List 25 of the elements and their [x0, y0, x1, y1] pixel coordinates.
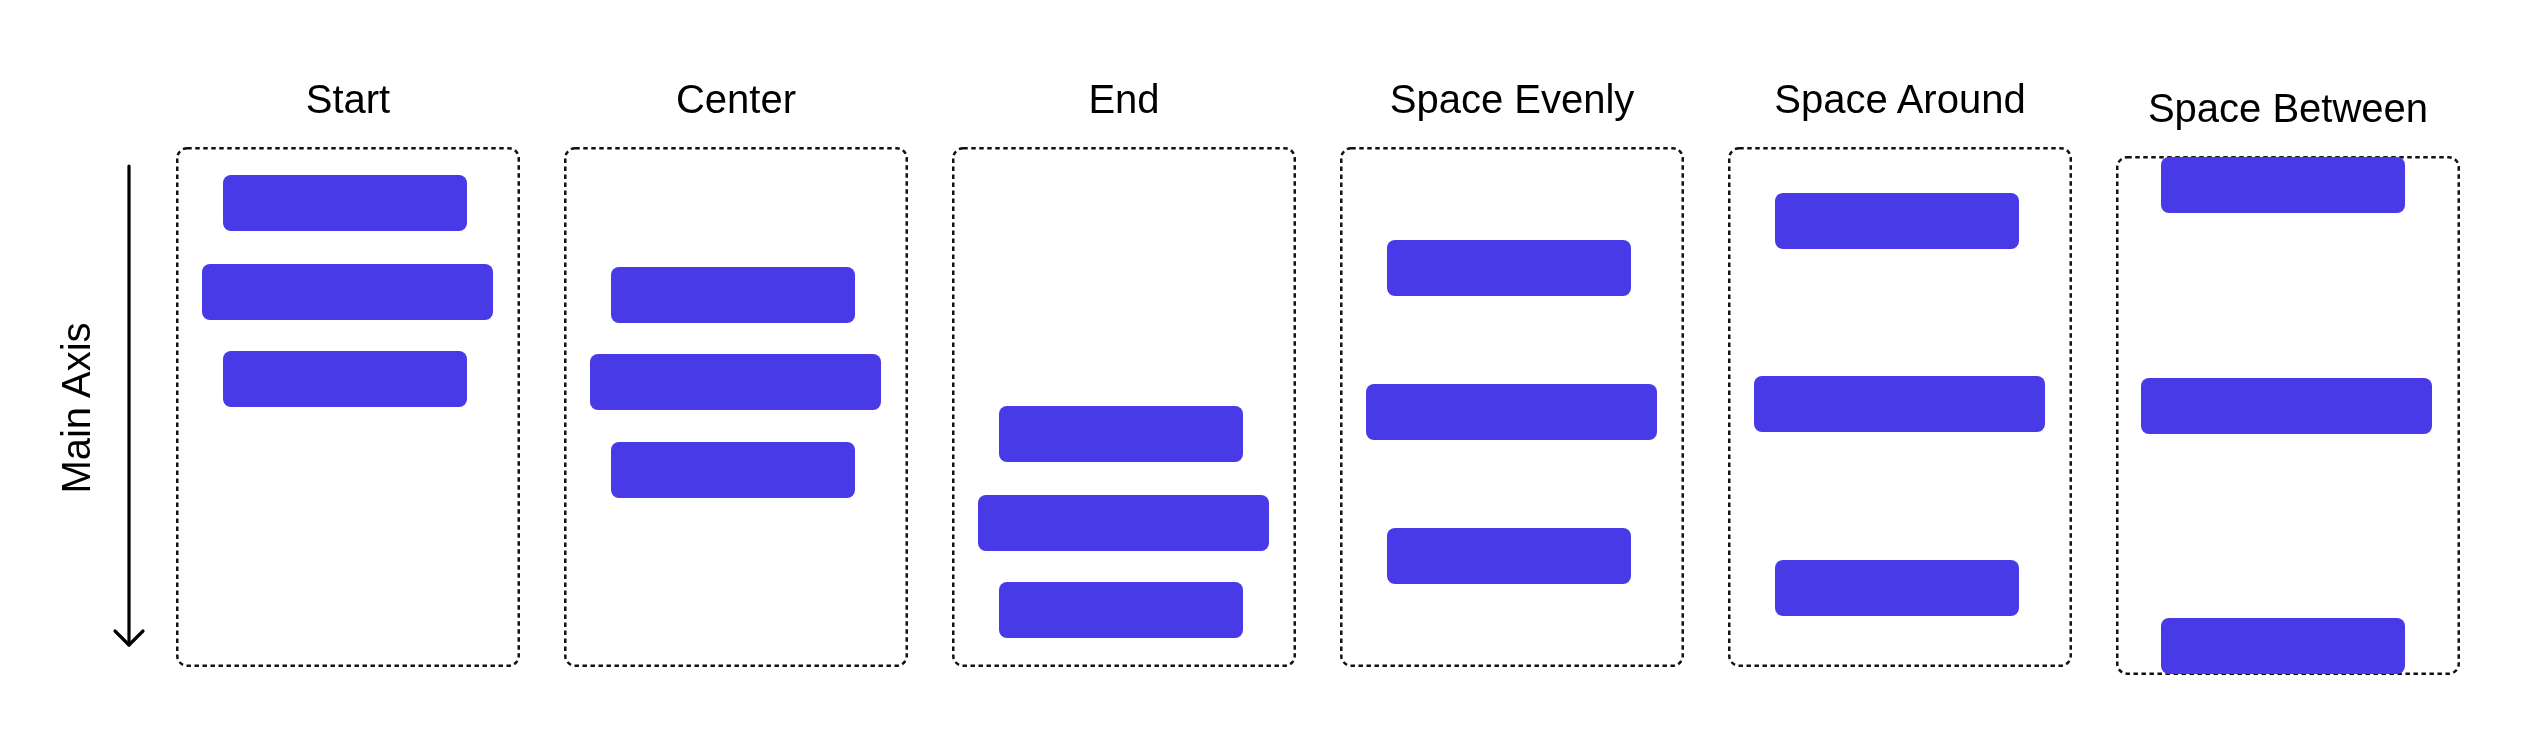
- column-title: Space Between: [2147, 85, 2429, 132]
- flex-item: [1775, 193, 2019, 249]
- flex-item: [2161, 618, 2405, 674]
- column-title: End: [1088, 76, 1160, 123]
- flex-item: [1754, 376, 2045, 432]
- flex-item: [223, 175, 467, 231]
- column-title: Start: [305, 76, 391, 123]
- flex-item: [611, 267, 855, 323]
- axis-label: Main Axis: [53, 322, 99, 494]
- flex-item: [2161, 157, 2405, 213]
- flex-item: [590, 354, 881, 410]
- flex-item: [978, 495, 1269, 551]
- column-title: Center: [675, 76, 797, 123]
- flex-item: [1366, 384, 1657, 440]
- flex-item: [999, 406, 1243, 462]
- column-title: Space Evenly: [1389, 76, 1635, 123]
- flex-item: [202, 264, 493, 320]
- flex-item: [611, 442, 855, 498]
- flex-item: [1775, 560, 2019, 616]
- flex-item: [1387, 240, 1631, 296]
- flex-item: [1387, 528, 1631, 584]
- flex-item: [999, 582, 1243, 638]
- column-title: Space Around: [1774, 76, 2026, 123]
- flex-item: [223, 351, 467, 407]
- flex-item: [2141, 378, 2432, 434]
